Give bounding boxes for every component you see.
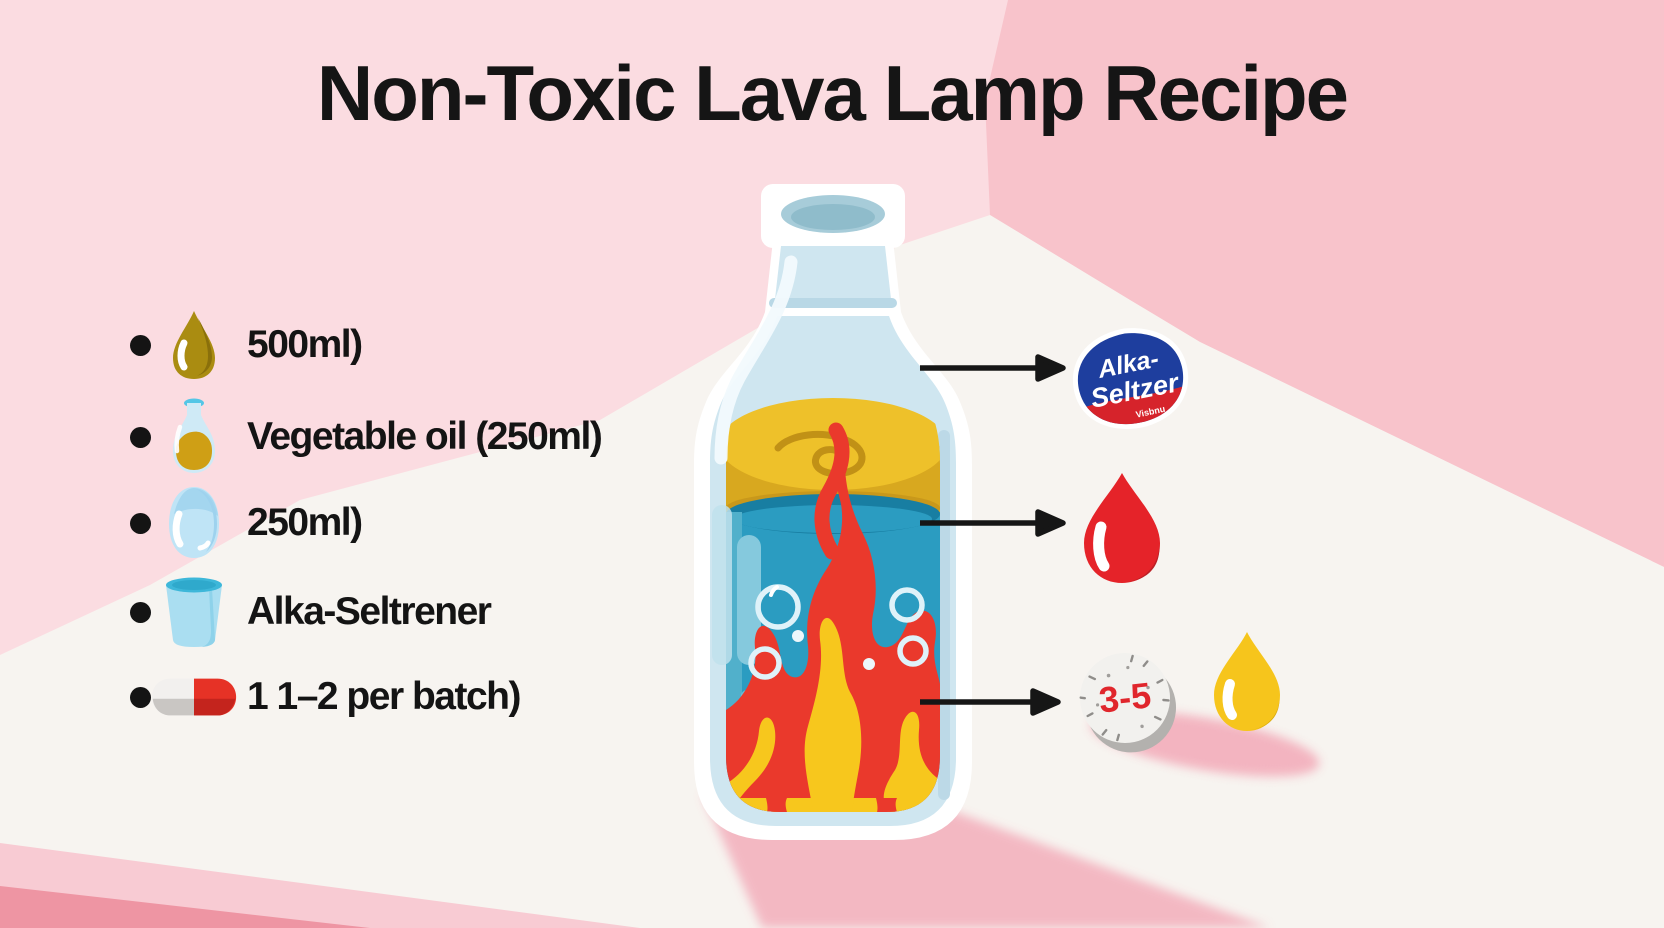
arrow-to-badge bbox=[920, 354, 1066, 382]
oil-layer-surface bbox=[726, 398, 940, 490]
oil-drop-icon bbox=[151, 308, 237, 382]
callout-arrows bbox=[920, 354, 1066, 716]
oil-swirl bbox=[774, 431, 866, 478]
tablet-label: 3-5 bbox=[1097, 674, 1153, 720]
bullet-dot bbox=[130, 601, 151, 623]
lava-tendril bbox=[814, 422, 850, 560]
tablet-speckles bbox=[1079, 654, 1170, 742]
ingredient-row-tablets: 1 1–2 per batch) bbox=[118, 651, 758, 743]
ingredient-row-oil-500: 500ml) bbox=[118, 299, 758, 391]
bottle-mouth bbox=[769, 195, 897, 308]
glass-reflection bbox=[737, 535, 761, 665]
bullet-dot bbox=[130, 426, 151, 448]
yellow-oil-drop-icon bbox=[1214, 632, 1280, 731]
bullet-dot bbox=[130, 334, 151, 356]
ingredient-label: Vegetable oil (250ml) bbox=[247, 415, 603, 458]
ingredient-label: Alka-Seltrener bbox=[247, 590, 492, 633]
ingredient-row-vegetable-oil: Vegetable oil (250ml) bbox=[118, 391, 758, 483]
lava-red-drips bbox=[766, 798, 898, 812]
fizzing-tablet-icon: 3-5 bbox=[1079, 653, 1177, 753]
water-drop-icon bbox=[151, 484, 237, 562]
alka-seltzer-badge: Alka- Seltzer Visbnu bbox=[1073, 328, 1190, 431]
ingredient-label: 1 1–2 per batch) bbox=[247, 675, 521, 718]
red-dye-drop-icon bbox=[1084, 473, 1160, 583]
capsule-icon bbox=[151, 675, 237, 719]
oil-bottle-icon bbox=[151, 397, 237, 477]
ingredient-label: 500ml) bbox=[247, 323, 363, 366]
page-title: Non-Toxic Lava Lamp Recipe bbox=[316, 49, 1349, 137]
ingredient-label: 250ml) bbox=[247, 501, 363, 544]
bullet-dot bbox=[130, 512, 151, 534]
glass-highlight bbox=[714, 255, 798, 465]
bubbles bbox=[748, 584, 929, 680]
cup-icon bbox=[151, 574, 237, 650]
ingredient-row-alka-seltzer: Alka-Seltrener bbox=[118, 566, 758, 658]
bullet-dot bbox=[130, 686, 151, 708]
lava-lamp-bottle bbox=[694, 184, 972, 840]
bottle-contents bbox=[726, 398, 940, 812]
ingredient-row-water-250: 250ml) bbox=[118, 477, 758, 569]
arrow-to-tablet bbox=[920, 688, 1061, 716]
arrow-to-red-drop bbox=[920, 509, 1066, 537]
